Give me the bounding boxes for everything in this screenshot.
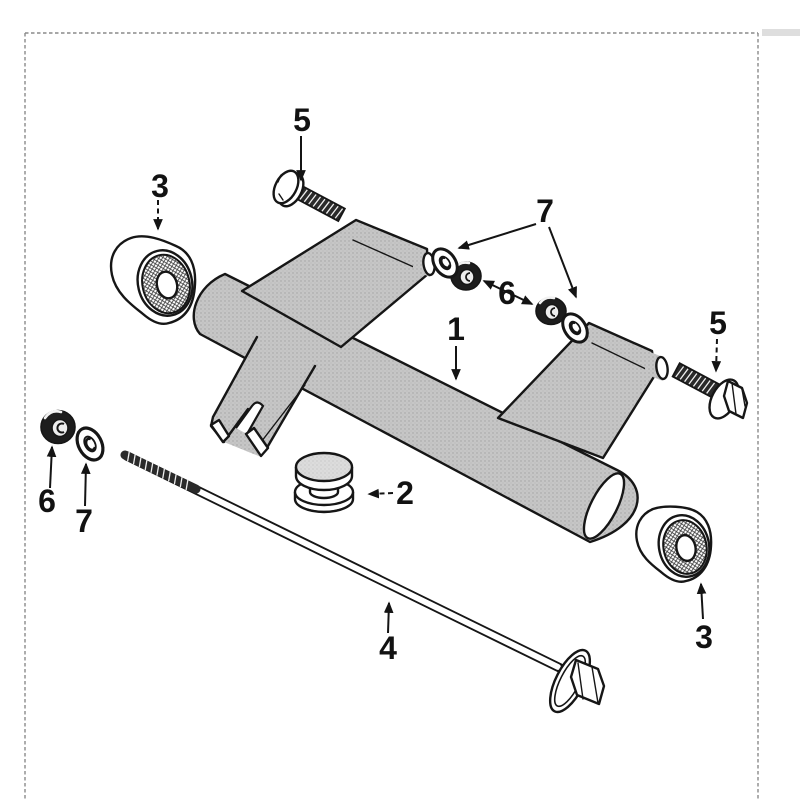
- callout-6-left[interactable]: 6: [38, 483, 56, 519]
- arrow-2: [367, 488, 394, 499]
- flange-bolt-part-5-top: [272, 169, 347, 223]
- bracket-beam-end-face: [582, 472, 626, 540]
- bracket-arm-right-boss-face: [655, 355, 669, 381]
- callout-5-top[interactable]: 5: [293, 102, 311, 138]
- arrow-6-left: [46, 445, 57, 489]
- nut-b-bore: [544, 303, 560, 321]
- washer-b-swirl: [570, 321, 581, 334]
- bracket-arm-right-tab-edge: [591, 342, 653, 373]
- washer-part-7-left: [75, 426, 105, 462]
- nut-b-thread: [550, 307, 556, 317]
- long-bolt-hex-facets: [577, 662, 599, 704]
- long-bolt-part-4: [120, 450, 606, 714]
- bracket-fork-rib: [257, 384, 306, 447]
- bracket-fork-slot: [235, 401, 265, 435]
- callout-7-left[interactable]: 7: [75, 503, 93, 539]
- callout-arrows: [46, 136, 722, 634]
- callout-3-right[interactable]: 3: [695, 619, 713, 655]
- bushing-left-bore: [155, 270, 179, 300]
- arrow-5-right: [711, 338, 722, 373]
- border-artifact: [762, 29, 800, 36]
- nut-left-thread: [56, 422, 65, 434]
- bracket-fork-tip-face-right: [244, 426, 270, 458]
- long-bolt-thread-band: [120, 450, 201, 494]
- flange-bolt-right-shank: [671, 362, 722, 400]
- bracket-fork-tip-face-left: [209, 418, 231, 444]
- nut-b-highlight: [538, 296, 556, 305]
- bushing-part-3-left: [109, 235, 197, 325]
- bracket-fork: [209, 335, 317, 458]
- callout-6-center[interactable]: 6: [498, 275, 516, 311]
- nut-a-thread: [465, 272, 471, 282]
- callout-2[interactable]: 2: [396, 475, 414, 511]
- arrow-4: [383, 601, 394, 634]
- arrow-7-to-washer-b: [548, 226, 577, 299]
- bracket-fork-inner-edge: [224, 407, 250, 441]
- callout-5-right[interactable]: 5: [709, 305, 727, 341]
- flange-bolt-top-shank: [292, 183, 347, 223]
- bracket-beam: [192, 272, 639, 544]
- bracket-part-1: [192, 218, 669, 544]
- bushing-right-bore: [675, 533, 697, 563]
- bushing-part-3-right: [635, 505, 713, 583]
- flange-nut-part-6-left: [40, 409, 76, 445]
- flange-bolt-right-facets: [731, 382, 746, 415]
- flange-bolt-part-5-right: [671, 362, 749, 420]
- grommet-part-2: [293, 451, 355, 514]
- arrow-7-left: [80, 462, 91, 507]
- nut-a-bore: [459, 268, 475, 286]
- diagram-border: [24, 29, 800, 800]
- callout-3-left[interactable]: 3: [151, 168, 169, 204]
- callout-1[interactable]: 1: [447, 311, 465, 347]
- long-bolt-thread-ticks: [126, 450, 189, 491]
- flange-bolt-top-facets: [277, 174, 284, 201]
- washer-left-swirl: [84, 437, 97, 452]
- callout-7-top[interactable]: 7: [536, 193, 554, 229]
- arrow-7-to-washer-a: [457, 223, 537, 250]
- bracket-fork-right-edge: [263, 364, 317, 453]
- callout-labels: 1 2 3 3 4 5 5 6 6 7 7: [38, 102, 727, 666]
- flange-bolt-right-hex: [722, 379, 749, 420]
- long-bolt-shaft: [126, 454, 561, 670]
- nut-left-bore: [51, 418, 69, 438]
- arrow-3-right: [696, 582, 707, 620]
- nut-left-highlight: [43, 409, 63, 420]
- flange-bolt-top-head: [272, 169, 300, 205]
- washer-a-swirl: [440, 256, 451, 269]
- flange-nut-part-6-center-b: [535, 296, 567, 326]
- washer-part-7-top-b: [561, 312, 589, 344]
- grommet-upper-disc-top: [294, 451, 354, 483]
- washer-part-7-top-a: [431, 247, 459, 279]
- arrow-6-double: [482, 280, 534, 305]
- callout-4[interactable]: 4: [379, 630, 397, 666]
- grommet-lower-disc-rim: [298, 504, 350, 513]
